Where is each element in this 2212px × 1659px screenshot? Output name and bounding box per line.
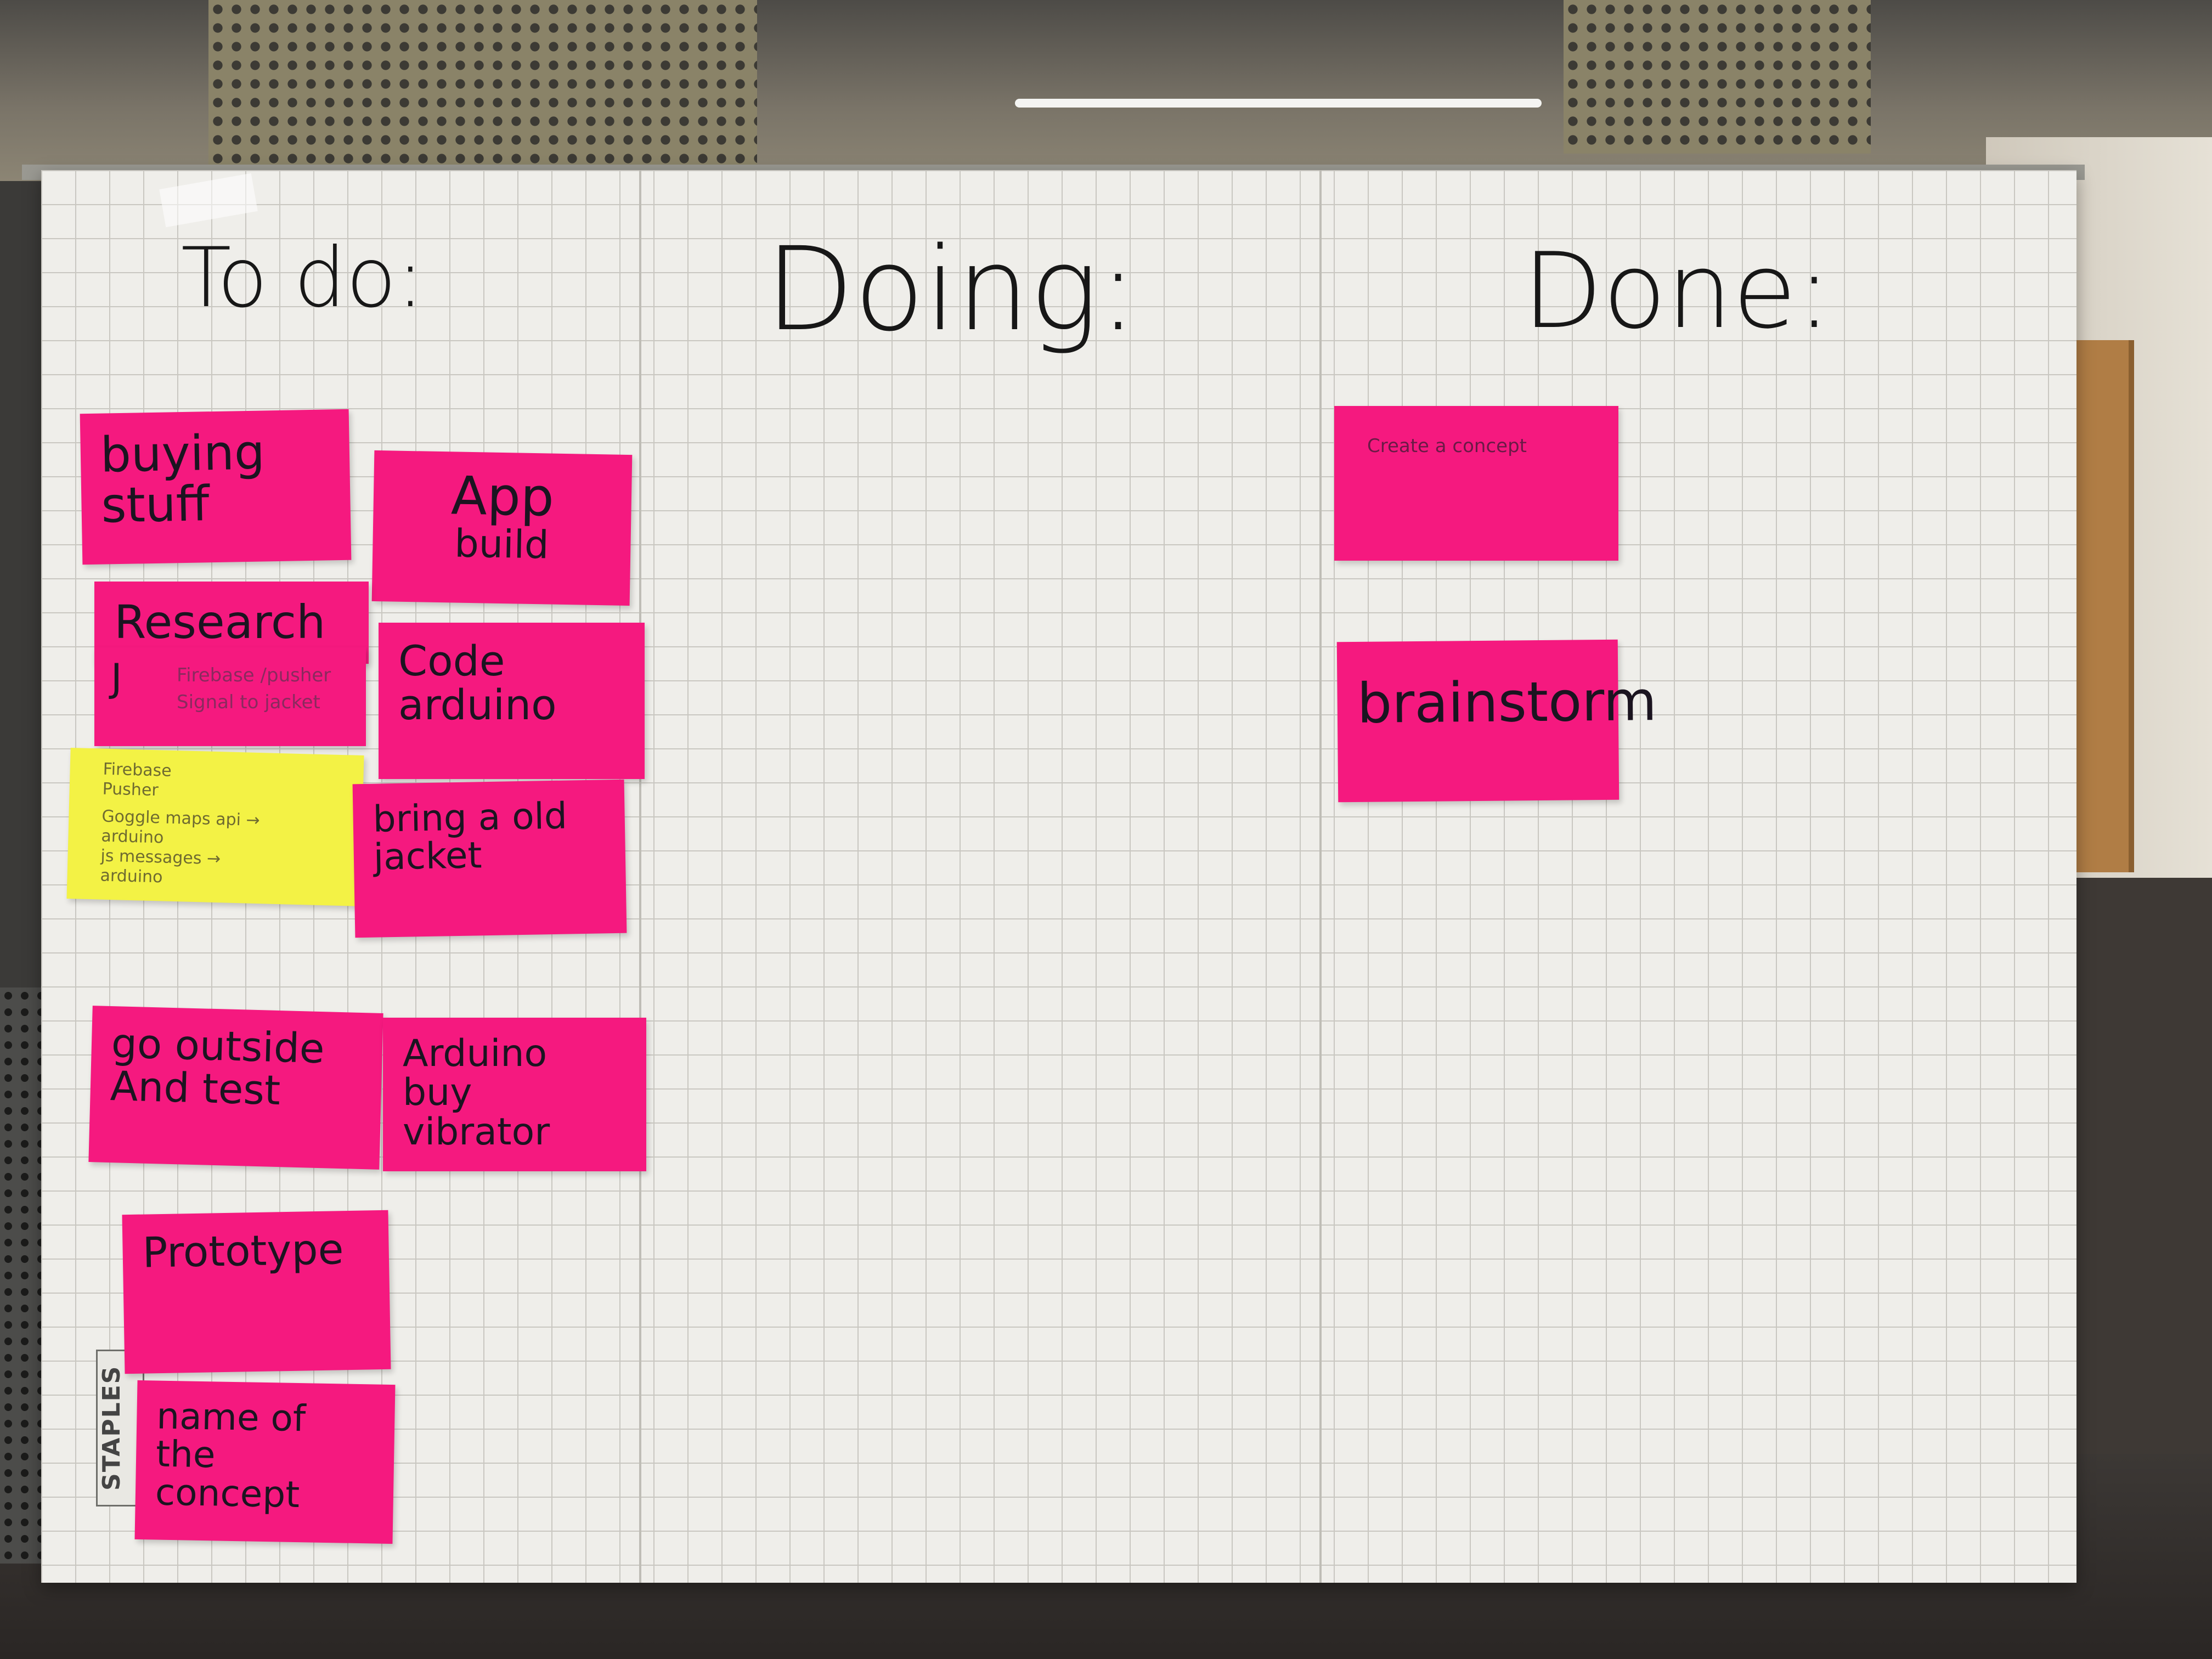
note-text: J <box>111 656 122 701</box>
note-brainstorm[interactable]: brainstorm <box>1336 639 1657 803</box>
note-text: Signal to jacket <box>177 691 320 714</box>
note-text: And test <box>109 1062 281 1114</box>
note-text: Arduino buy <box>403 1032 548 1115</box>
note-app-build[interactable]: App build <box>371 450 633 606</box>
ceiling-light <box>1015 99 1542 108</box>
note-name-of-concept[interactable]: name of the concept <box>134 1380 396 1544</box>
header-doing: Doing: <box>765 222 1138 357</box>
metal-grate-right <box>1564 0 1871 154</box>
note-go-outside-test[interactable]: go outside And test <box>88 1006 383 1170</box>
note-text: build <box>454 521 550 568</box>
note-text: vibrator <box>403 1110 550 1154</box>
note-buying-stuff[interactable]: buying stuff <box>80 409 352 565</box>
note-code-arduino[interactable]: Code arduino <box>379 623 645 779</box>
note-text: bring a old <box>373 794 568 840</box>
note-text: Prototype <box>142 1224 345 1277</box>
tape <box>159 173 258 228</box>
note-text: Research <box>114 595 326 649</box>
note-prototype[interactable]: Prototype <box>122 1210 391 1374</box>
note-text: Code arduino <box>398 636 557 729</box>
note-text: buying <box>100 424 266 483</box>
note-create-concept[interactable]: Create a concept <box>1334 406 1618 561</box>
note-bring-old-jacket[interactable]: bring a old jacket <box>352 779 627 938</box>
note-text: jacket <box>373 834 482 878</box>
note-text: concept <box>155 1471 300 1516</box>
note-text: Create a concept <box>1367 435 1527 457</box>
note-arduino-buy-vibrator[interactable]: Arduino buy vibrator <box>383 1018 646 1171</box>
note-firebase-pusher[interactable]: J Firebase /pusher Signal to jacket <box>94 647 366 746</box>
note-text: stuff <box>100 475 210 534</box>
header-todo: To do: <box>181 230 425 326</box>
note-text: Firebase /pusher <box>177 664 331 686</box>
header-done: Done: <box>1522 230 1832 352</box>
metal-grate-left <box>208 0 757 165</box>
column-divider-1 <box>639 170 641 1583</box>
note-research-list[interactable]: Firebase Pusher Goggle maps api → arduin… <box>66 748 364 906</box>
column-divider-2 <box>1319 170 1322 1583</box>
note-text: brainstorm <box>1357 669 1657 736</box>
note-text: App <box>450 465 555 528</box>
note-text: name of the <box>155 1395 306 1476</box>
